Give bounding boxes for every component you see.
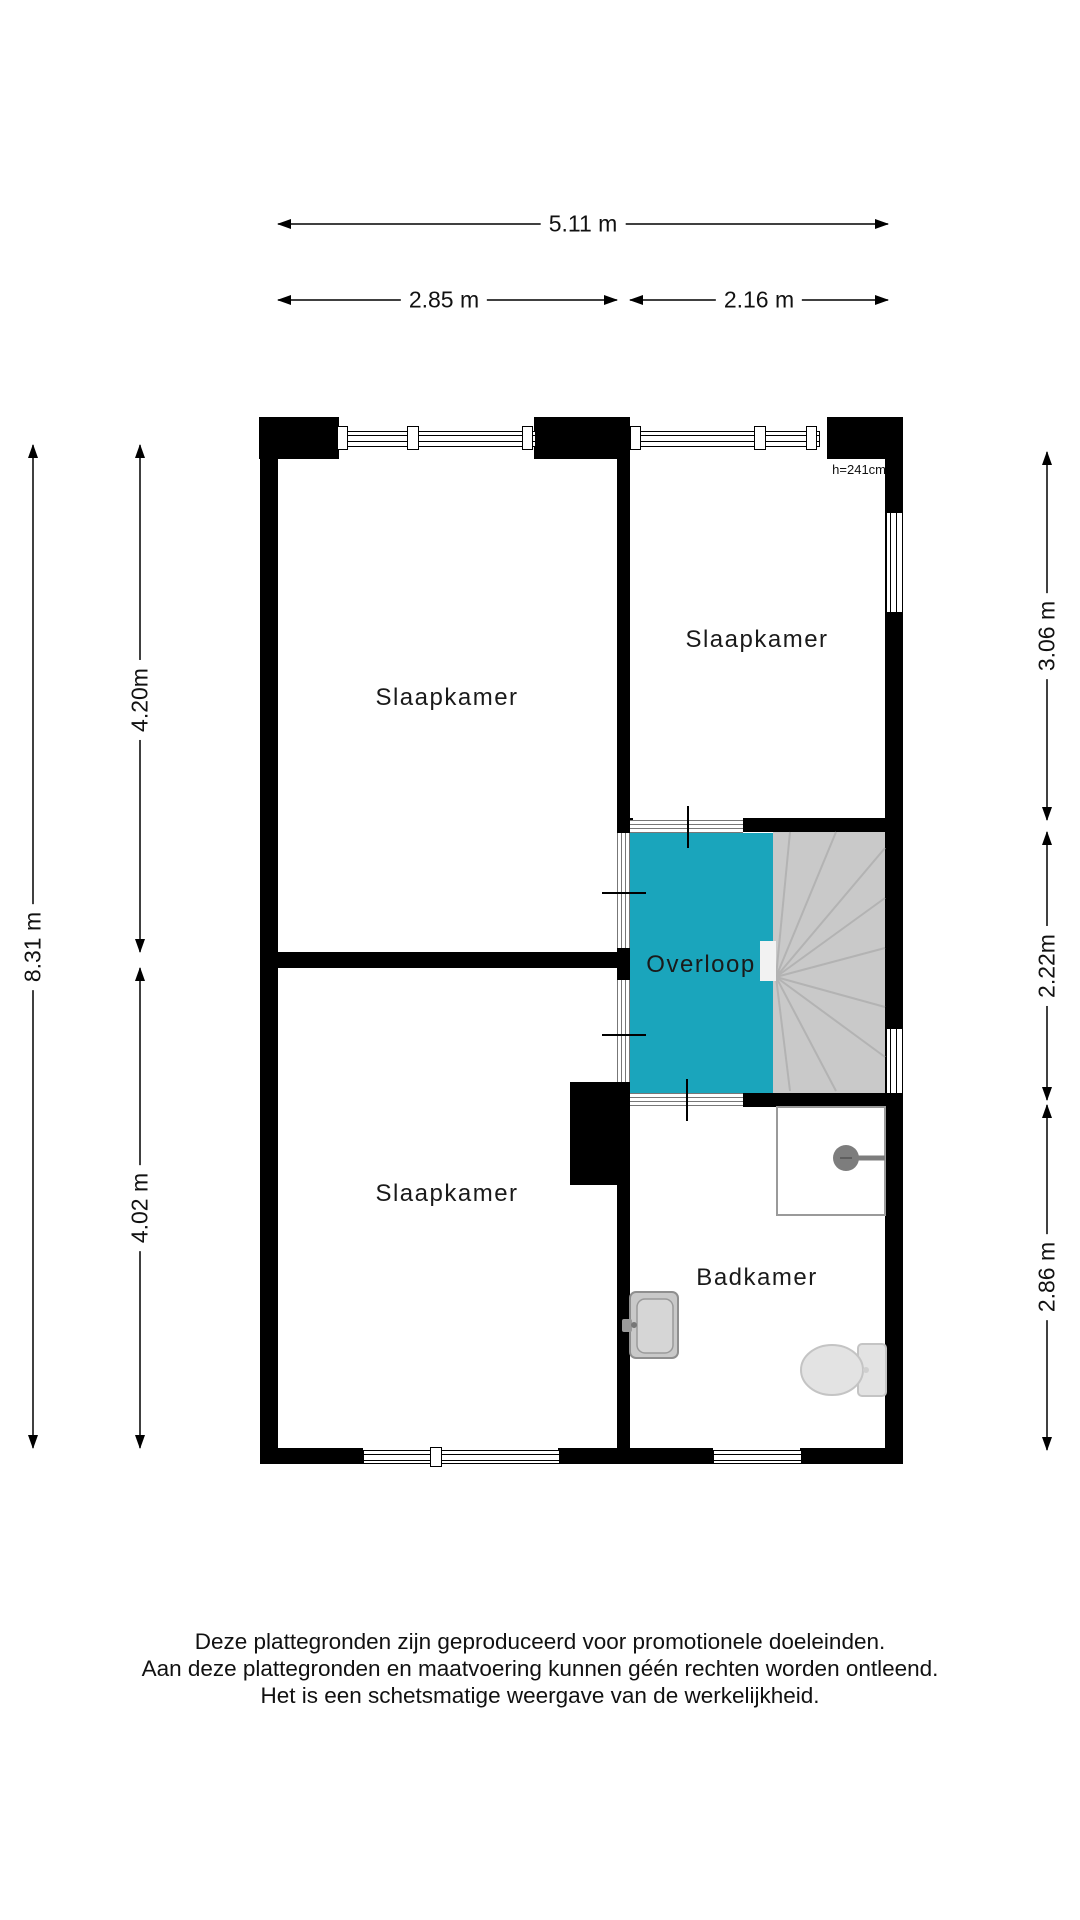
- room-label-bedroom-top-left: Slaapkamer: [375, 684, 519, 711]
- window-right-bedroom: [886, 512, 903, 613]
- window-post: [522, 426, 533, 450]
- dim-left-upper: 4.20m: [126, 660, 154, 740]
- room-label-bedroom-bottom-left: Slaapkamer: [375, 1180, 519, 1207]
- window-bottom-left: [363, 1450, 560, 1464]
- disclaimer-line-3: Het is een schetsmatige weergave van de …: [260, 1683, 820, 1708]
- stairs-floor-area: [773, 830, 885, 1093]
- wall-exterior-bottom-center: [558, 1448, 713, 1464]
- wall-exterior-bottom-right: [800, 1448, 903, 1464]
- wall-divider-bedroom-bathroom: [617, 1185, 630, 1464]
- room-label-bathroom: Badkamer: [696, 1264, 818, 1291]
- wall-exterior-bottom-left: [260, 1448, 363, 1464]
- wall-pier-bathroom-left: [570, 1082, 630, 1185]
- window-post: [337, 426, 348, 450]
- dim-left-total: 8.31 m: [19, 903, 47, 991]
- wall-exterior-left: [260, 417, 278, 1464]
- window-post: [754, 426, 766, 450]
- wall-stub-landing-top-left: [617, 818, 633, 833]
- disclaimer-line-2: Aan deze plattegronden en maatvoering ku…: [141, 1656, 939, 1681]
- landing-floor-area: [630, 833, 773, 1093]
- ceiling-height-note: h=241cm: [832, 462, 886, 477]
- wall-divider-top-bedrooms: [617, 457, 630, 820]
- wall-pier-top-center: [534, 417, 630, 459]
- window-post: [806, 426, 817, 450]
- door-landing-to-bedroom-bottom-left: [617, 980, 630, 1082]
- shower: [776, 1106, 886, 1216]
- window-top-left: [339, 431, 536, 447]
- wall-exterior-right: [885, 417, 903, 1464]
- wall-divider-left-bedrooms: [278, 952, 617, 968]
- dim-right-lower: 2.86 m: [1033, 1233, 1061, 1321]
- window-post: [430, 1447, 442, 1467]
- disclaimer-line-1: Deze plattegronden zijn geproduceerd voo…: [194, 1629, 886, 1654]
- window-top-right: [630, 431, 820, 447]
- door-landing-to-bedroom-top-left: [617, 833, 630, 948]
- room-label-landing: Overloop: [646, 951, 756, 978]
- dim-top-right: 2.16 m: [715, 286, 803, 314]
- dim-top-left: 2.85 m: [400, 286, 488, 314]
- door-landing-to-bathroom: [630, 1093, 743, 1106]
- dim-top-total: 5.11 m: [540, 210, 626, 238]
- window-post: [630, 426, 641, 450]
- disclaimer-text: Deze plattegronden zijn geproduceerd voo…: [0, 1628, 1080, 1709]
- dim-right-middle: 2.22m: [1033, 926, 1061, 1006]
- window-bottom-right: [713, 1450, 802, 1464]
- dim-right-upper: 3.06 m: [1033, 592, 1061, 680]
- window-post: [407, 426, 419, 450]
- dim-left-lower: 4.02 m: [126, 1164, 154, 1252]
- toilet: [800, 1343, 887, 1397]
- wall-stub-landing-left: [617, 948, 630, 980]
- sink: [622, 1291, 679, 1359]
- window-right-stairwell: [886, 1028, 903, 1094]
- room-label-bedroom-top-right: Slaapkamer: [685, 626, 829, 653]
- door-landing-to-bedroom-top-right: [630, 820, 743, 833]
- wall-bathroom-top: [743, 1093, 888, 1107]
- wall-stairwell-top: [743, 818, 888, 832]
- wall-corner-top-left: [259, 417, 339, 459]
